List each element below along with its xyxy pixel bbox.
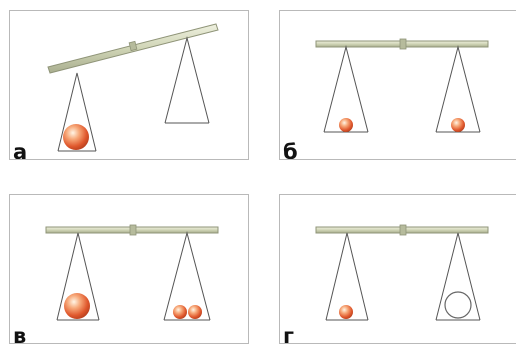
beam — [47, 23, 219, 74]
beam — [45, 224, 219, 236]
right-pan — [435, 232, 481, 321]
left-pan — [57, 72, 97, 152]
panel-label: в — [13, 324, 27, 344]
ball-outline — [444, 291, 472, 319]
panel-g: г — [279, 194, 516, 344]
panel-a: а — [9, 10, 249, 160]
scale-balanced — [315, 224, 489, 321]
ball-small — [451, 118, 465, 132]
right-pan — [163, 231, 211, 321]
scale-tilted — [47, 23, 219, 152]
ball-large — [64, 293, 90, 319]
ball-small — [339, 118, 353, 132]
panel-label: г — [283, 324, 294, 344]
left-pan — [325, 232, 369, 321]
scale-balanced — [45, 224, 219, 321]
beam — [315, 224, 489, 236]
panel-v: в — [9, 194, 249, 344]
panel-label: а — [13, 140, 28, 160]
scale-balanced — [315, 38, 489, 133]
beam — [315, 38, 489, 50]
ball-small — [339, 305, 353, 319]
right-pan — [164, 36, 210, 124]
ball-small — [188, 305, 202, 319]
ball-large — [63, 124, 89, 150]
left-pan — [56, 232, 100, 321]
panel-label: б — [283, 140, 298, 160]
ball-small — [173, 305, 187, 319]
panel-b: б — [279, 10, 516, 160]
